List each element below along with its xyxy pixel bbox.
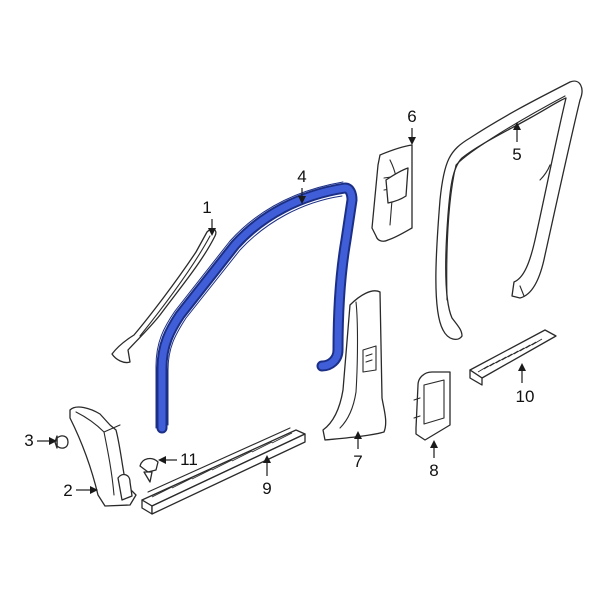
callout-5: 5 xyxy=(512,122,522,164)
callout-2: 2 xyxy=(63,481,98,500)
part-11-push-clip xyxy=(139,457,159,483)
part-10-rear-sill-plate xyxy=(469,329,557,386)
callout-label-7: 7 xyxy=(353,452,362,471)
part-7-lower-pillar-trim xyxy=(322,290,387,441)
callout-label-8: 8 xyxy=(429,461,438,480)
part-2-cowl-trim xyxy=(69,406,137,507)
part-9-front-sill-plate xyxy=(141,427,306,515)
callout-label-9: 9 xyxy=(262,479,271,498)
callout-10: 10 xyxy=(516,363,535,406)
part-6-upper-pillar-trim xyxy=(371,144,413,242)
part-1-a-pillar-trim xyxy=(111,228,217,364)
callout-label-11: 11 xyxy=(180,450,198,469)
part-4-highlighted-weatherstrip xyxy=(155,181,358,434)
part-3-clip xyxy=(54,435,69,449)
part-8-trim-panel xyxy=(413,371,451,441)
callout-1: 1 xyxy=(202,198,216,236)
callout-label-10: 10 xyxy=(516,387,535,406)
callout-label-2: 2 xyxy=(63,481,72,500)
callout-8: 8 xyxy=(429,440,439,480)
callout-6: 6 xyxy=(407,107,417,145)
part-5-door-weatherstrip xyxy=(435,80,583,341)
callout-11: 11 xyxy=(158,450,198,469)
callout-label-3: 3 xyxy=(24,431,33,450)
callout-label-1: 1 xyxy=(202,198,211,217)
callout-label-4: 4 xyxy=(297,167,306,186)
callout-4: 4 xyxy=(297,167,307,204)
callout-7: 7 xyxy=(353,431,363,471)
callout-9: 9 xyxy=(262,455,272,498)
callout-label-6: 6 xyxy=(407,107,416,126)
callout-3: 3 xyxy=(24,431,57,450)
callout-label-5: 5 xyxy=(512,145,521,164)
